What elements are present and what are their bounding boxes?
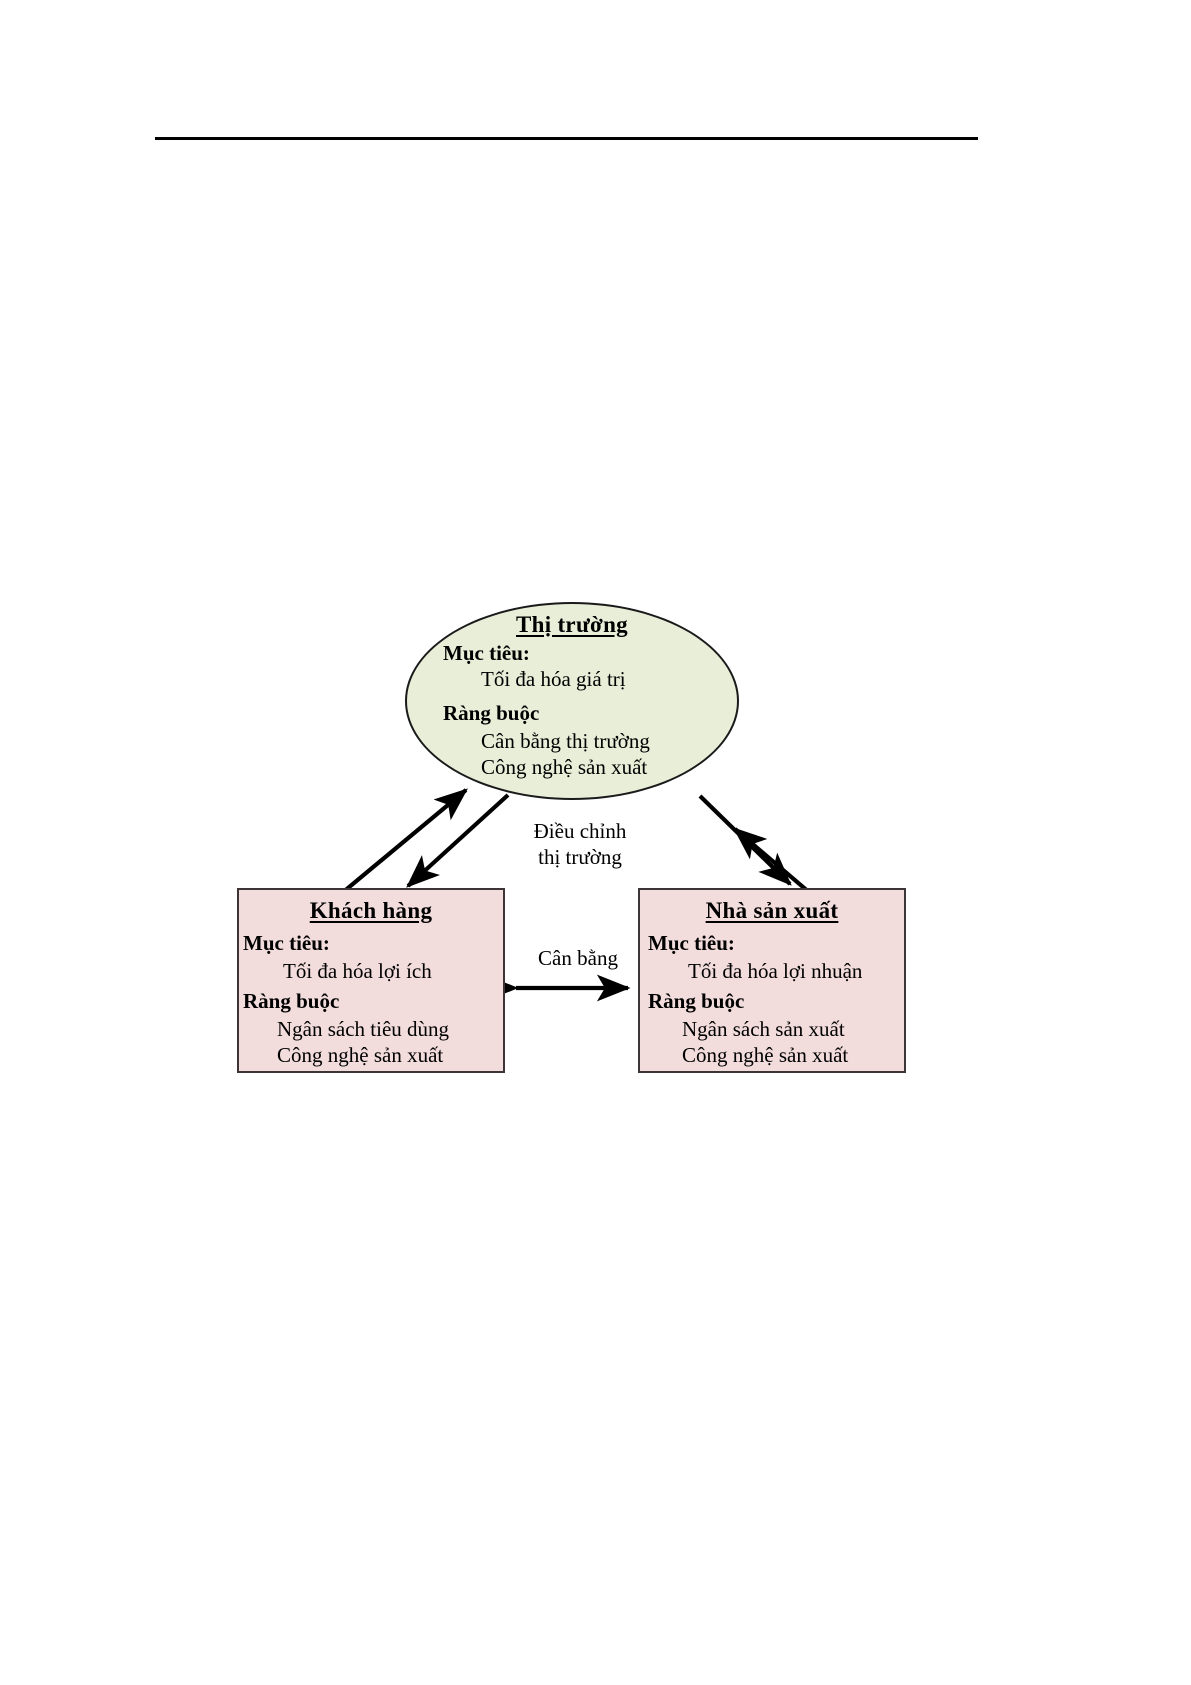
node-market-title: Thị trường: [516, 612, 628, 637]
node-producer-constraint-value-1: Ngân sách sản xuất: [682, 1017, 845, 1041]
node-customer-goal-label: Mục tiêu:: [243, 931, 330, 955]
node-market-constraint-value-1: Cân bằng thị trường: [481, 729, 650, 753]
node-customer-constraint-label: Ràng buộc: [243, 989, 340, 1013]
node-producer-goal-value: Tối đa hóa lợi nhuận: [688, 959, 863, 983]
node-customer-goal-value: Tối đa hóa lợi ích: [283, 959, 432, 983]
node-customer-title: Khách hàng: [309, 898, 433, 923]
header-rule: [155, 137, 978, 140]
edge-market-to-producer: [698, 794, 792, 886]
node-producer-constraint-value-2: Công nghệ sản xuất: [682, 1043, 849, 1067]
edge-label-adjust-market: Điều chỉnh thị trường: [495, 818, 665, 871]
node-market[interactable]: Thị trường Mục tiêu: Tối đa hóa giá trị …: [405, 602, 739, 800]
edge-label-balance: Cân bằng: [538, 946, 618, 970]
node-customer-constraint-value-1: Ngân sách tiêu dùng: [277, 1017, 450, 1041]
node-producer-title: Nhà sản xuất: [705, 898, 839, 923]
edge-customer-to-market: [340, 788, 468, 895]
node-producer-constraint-label: Ràng buộc: [648, 989, 745, 1013]
node-market-constraint-label: Ràng buộc: [443, 701, 540, 725]
node-market-constraint-value-2: Công nghệ sản xuất: [481, 755, 648, 779]
node-market-goal-label: Mục tiêu:: [443, 641, 530, 665]
edge-label-adjust-line1: Điều chỉnh: [533, 819, 627, 843]
node-customer[interactable]: Khách hàng Mục tiêu: Tối đa hóa lợi ích …: [237, 888, 505, 1073]
edge-label-adjust-line2: thị trường: [538, 845, 622, 870]
node-producer[interactable]: Nhà sản xuất Mục tiêu: Tối đa hóa lợi nh…: [638, 888, 906, 1073]
edge-market-to-customer: [406, 793, 510, 888]
node-producer-goal-label: Mục tiêu:: [648, 931, 735, 955]
node-customer-constraint-value-2: Công nghệ sản xuất: [277, 1043, 444, 1067]
node-market-goal-value: Tối đa hóa giá trị: [481, 667, 626, 691]
